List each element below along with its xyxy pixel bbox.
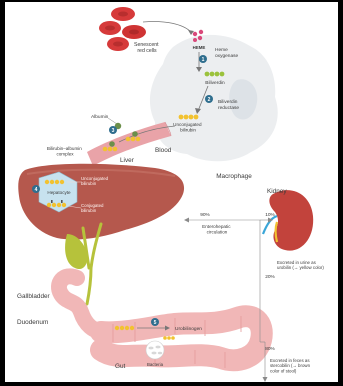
urobilinogen-label: Urobilinogen (175, 326, 202, 332)
liver-label: Liver (120, 157, 135, 164)
percent-80-label: 80% (265, 346, 275, 352)
bacteria-label: Bacteria (147, 362, 164, 367)
percent-20-label: 20% (265, 274, 275, 280)
macrophage-cell (150, 35, 278, 161)
bilirubin-albumin-complex-label: Bilirubin–albumin complex (47, 146, 83, 157)
kidney-label: Kidney (267, 188, 287, 195)
arrow-cells-to-heme (143, 21, 191, 32)
gut-label: Gut (115, 363, 126, 370)
step-5-number: 5 (154, 320, 157, 326)
step-4-number: 4 (35, 187, 38, 193)
feces-excretion-label: Excreted in feces as stercobilin (→ brow… (270, 358, 311, 373)
step-3-number: 3 (112, 128, 115, 134)
enterohepatic-label: Enterohepatic circulation (202, 224, 232, 235)
bacteria-icon (146, 341, 164, 359)
bilirubin-metabolism-diagram: Senescent red cells HEME 1 Heme oxygenas… (5, 2, 338, 382)
diagram-panel: Senescent red cells HEME 1 Heme oxygenas… (5, 2, 338, 382)
percent-90-label: 90% (200, 212, 210, 218)
duodenum-label: Duodenum (17, 319, 48, 326)
step-2-number: 2 (208, 97, 211, 103)
urine-excretion-label: Excreted in urine as urobilin (→ yellow … (277, 260, 324, 270)
macrophage-label: Macrophage (216, 173, 252, 180)
albumin-label: Albumin (91, 114, 109, 120)
gallbladder-label: Gallbladder (17, 293, 51, 300)
step-1-number: 1 (202, 57, 205, 63)
percent-10-label: 10% (265, 212, 275, 218)
senescent-red-cells-label: Senescent red cells (134, 42, 160, 54)
biliverdin-label: Biliverdin (205, 80, 225, 86)
blood-label: Blood (155, 147, 172, 154)
urobilinogen-icon (163, 336, 175, 340)
hepatocyte-label: Hepatocyte (47, 190, 71, 195)
heme-label: HEME (193, 45, 206, 50)
